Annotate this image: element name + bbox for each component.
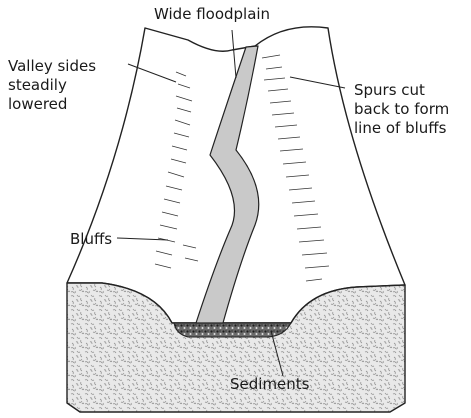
- label-sediments: Sediments: [230, 375, 310, 393]
- label-bluffs: Bluffs: [70, 230, 112, 248]
- label-spurs: Spurs cut back to form line of bluffs: [354, 81, 454, 137]
- label-valley-sides: Valley sides steadily lowered: [8, 57, 101, 113]
- label-wide-floodplain: Wide floodplain: [154, 5, 270, 23]
- sediment-layer: [174, 323, 291, 337]
